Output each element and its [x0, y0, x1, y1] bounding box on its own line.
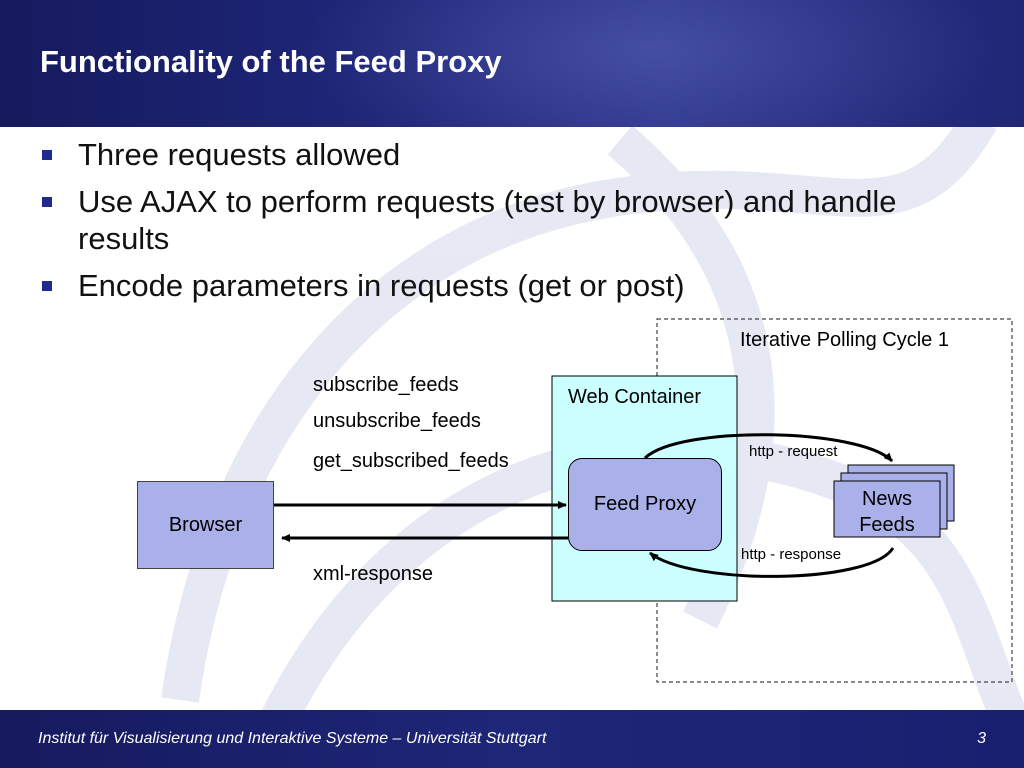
bullet-item: Encode parameters in requests (get or po…	[40, 267, 960, 304]
feed-proxy-label: Feed Proxy	[593, 493, 697, 515]
page-number: 3	[977, 730, 986, 747]
request-label-unsubscribe: unsubscribe_feeds	[313, 410, 481, 432]
news-feed-page-front	[833, 480, 941, 538]
polling-cycle-label: Iterative Polling Cycle 1	[740, 329, 949, 351]
response-label: xml-response	[313, 563, 434, 585]
browser-box: Browser	[137, 481, 274, 569]
feed-proxy-box: Feed Proxy	[568, 458, 722, 551]
bullet-item: Three requests allowed	[40, 136, 960, 173]
request-label-subscribe: subscribe_feeds	[313, 374, 459, 396]
web-container-label: Web Container	[568, 386, 702, 408]
bullet-text: Three requests allowed	[78, 137, 401, 172]
bullet-text: Use AJAX to perform requests (test by br…	[78, 184, 897, 256]
bullet-item: Use AJAX to perform requests (test by br…	[40, 183, 960, 257]
bullet-text: Encode parameters in requests (get or po…	[78, 268, 685, 303]
slide-title: Functionality of the Feed Proxy	[40, 44, 502, 79]
request-label-get-subscribed: get_subscribed_feeds	[313, 450, 509, 472]
title-bar-glow	[300, 0, 1000, 127]
square-bullet-icon	[42, 197, 52, 207]
square-bullet-icon	[42, 281, 52, 291]
news-feeds-label-block: News Feeds	[834, 481, 940, 543]
news-feeds-label-line2: Feeds	[859, 514, 915, 536]
http-response-label: http - response	[741, 546, 842, 563]
footer-institute: Institut für Visualisierung und Interakt…	[38, 730, 547, 747]
http-request-label: http - request	[749, 443, 838, 460]
bullet-list: Three requests allowed Use AJAX to perfo…	[40, 136, 960, 314]
square-bullet-icon	[42, 150, 52, 160]
footer-bar: Institut für Visualisierung und Interakt…	[0, 710, 1024, 768]
http-response-arc	[649, 547, 895, 578]
browser-label: Browser	[168, 513, 243, 536]
http-request-arc	[643, 433, 894, 463]
news-feeds-label-line1: News	[861, 488, 912, 510]
title-bar: Functionality of the Feed Proxy	[0, 0, 1024, 127]
